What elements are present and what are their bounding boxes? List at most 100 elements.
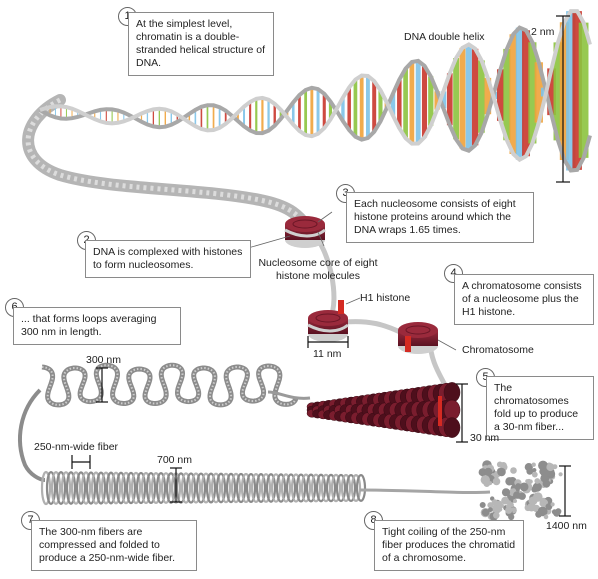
coil-turn	[250, 473, 262, 504]
thirty-nm-label: 30 nm	[470, 432, 500, 444]
dimension-700nm	[170, 467, 182, 503]
coil-turn	[155, 472, 167, 504]
coil-turn	[245, 472, 257, 504]
coil-turn	[160, 472, 172, 504]
dimension-30nm	[456, 383, 468, 443]
chromatid-coil	[526, 468, 534, 475]
coil-turn	[315, 473, 327, 503]
coil-turn	[345, 473, 357, 503]
coil-turn	[65, 471, 77, 505]
coil-turn	[330, 473, 342, 503]
dna-double-helix	[39, 9, 592, 173]
coil-turn	[210, 472, 222, 504]
chromatid-coil	[501, 496, 509, 505]
coil-turn	[75, 471, 87, 505]
coil-turn	[90, 471, 102, 505]
chromatosome-nucleosome	[398, 322, 438, 354]
dimension-2nm	[556, 15, 570, 183]
chromatid-coil	[541, 506, 546, 512]
chromatid-coil	[543, 514, 549, 520]
chromatid-coil	[532, 482, 542, 492]
coil-turn	[60, 471, 72, 505]
step-3-callout: Each nucleosome consists of eight histon…	[346, 192, 534, 243]
dimension-300nm	[96, 367, 108, 403]
chromatid-coil	[497, 506, 503, 512]
coil-turn	[110, 471, 122, 505]
fourteen-hundred-nm-label: 1400 nm	[546, 520, 587, 532]
coil-turn	[135, 471, 147, 505]
chromatid-coil	[492, 477, 501, 486]
chromatid-coil	[535, 510, 542, 518]
h1-histone-marker	[338, 300, 344, 314]
chromatid-coil	[496, 461, 503, 468]
chromatid-coil	[499, 503, 505, 509]
dimension-1400nm	[559, 465, 571, 517]
leader-lines	[247, 211, 457, 351]
coil-turn	[140, 471, 152, 505]
coil-turn	[325, 473, 337, 503]
coil-turn	[175, 472, 187, 504]
coil-turn	[200, 472, 212, 504]
coil-turn	[340, 473, 352, 503]
chromatid-coil	[510, 467, 517, 474]
coil-turn	[55, 471, 67, 505]
chromatid-coil	[540, 468, 550, 478]
coil-turn	[355, 474, 367, 502]
chromatid-coil	[518, 492, 526, 500]
step-5-callout: The chromatosomes fold up to produce a 3…	[486, 376, 594, 440]
coil-turn	[185, 472, 197, 504]
chromatid-coil	[511, 488, 516, 493]
coil-turn	[335, 473, 347, 503]
chromatid-coil	[479, 502, 486, 508]
chromatid	[478, 460, 563, 521]
chromatid-coil	[513, 499, 517, 503]
coil-turn	[125, 471, 137, 505]
coil-turn	[145, 471, 157, 505]
step-8-callout: Tight coiling of the 250-nm fiber produc…	[374, 520, 524, 571]
coil-turn	[265, 473, 277, 503]
fiber-nucleosome	[443, 382, 461, 403]
coil-turn	[255, 473, 267, 503]
three-hundred-nm-loops-highlight	[41, 364, 297, 406]
dna-backbone-ribbon-shade	[25, 97, 312, 231]
three-hundred-nm-loops	[41, 362, 299, 408]
chromatid-coil	[480, 475, 490, 485]
chromatid-coil	[546, 463, 555, 472]
coil-turn	[350, 474, 362, 503]
chromatid-coil	[505, 506, 513, 514]
chromatid-coil	[487, 502, 494, 509]
two-hundred-fifty-nm-fiber	[40, 470, 367, 506]
coil-turn	[130, 471, 142, 505]
coil-turn	[275, 473, 287, 503]
nucleosome-1	[284, 216, 326, 248]
coil-turn	[105, 471, 117, 505]
chromatosome-label: Chromatosome	[462, 344, 534, 356]
chromatid-coil	[481, 508, 490, 517]
step-2-callout: DNA is complexed with histones to form n…	[85, 240, 251, 278]
fiber-nucleosome	[443, 417, 461, 438]
chromatid-coil	[484, 467, 493, 476]
dna-double-helix-label: DNA double helix	[404, 31, 485, 43]
coil-turn	[215, 472, 227, 504]
coil-turn	[80, 471, 92, 505]
coil-turn	[295, 473, 307, 503]
chromatid-coil	[505, 477, 514, 486]
coil-turn	[300, 473, 312, 503]
left-fiber-drop	[18, 388, 46, 482]
step-6-callout: ... that forms loops averaging 300 nm in…	[13, 307, 181, 345]
three-hundred-nm-label: 300 nm	[86, 354, 122, 366]
chromatid-coil	[508, 502, 514, 508]
chromatid-coil	[501, 488, 511, 497]
coil-turn	[285, 473, 297, 503]
eleven-nm-label: 11 nm	[313, 348, 342, 360]
chromatid-coil	[539, 501, 544, 506]
fiber-to-chromatid	[359, 488, 491, 495]
seven-hundred-nm-label: 700 nm	[157, 454, 193, 466]
coil-turn	[305, 473, 317, 503]
fiber-connector	[267, 390, 311, 400]
coil-turn	[40, 470, 52, 506]
coil-turn	[100, 471, 112, 505]
step-7-callout: The 300-nm fibers are compressed and fol…	[31, 520, 197, 571]
coil-turn	[85, 471, 97, 505]
helix-strand-2	[39, 9, 592, 163]
